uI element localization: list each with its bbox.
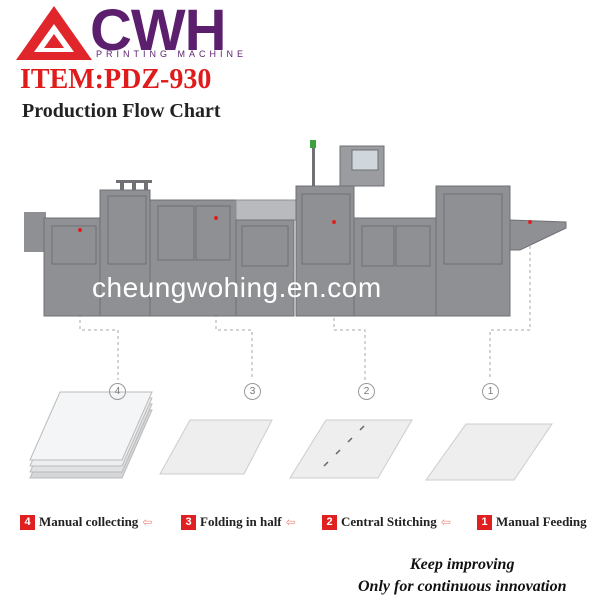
step-label-3: 3 Folding in half ⇦ [181,514,296,530]
step-number-4: 4 [109,383,126,400]
step-text-4: Manual collecting [39,514,139,529]
step-badge-2: 2 [322,514,337,530]
company-logo [14,4,266,64]
left-arrow-icon: ⇦ [142,515,153,529]
step-number-1: 1 [482,383,499,400]
step-label-4: 4 Manual collecting ⇦ [20,514,152,530]
paper-stack-collected [29,391,153,479]
brand-subtitle: PRINTING MACHINE [96,49,248,59]
step-number-3: 3 [244,383,261,400]
step-text-1: Manual Feeding [496,514,587,529]
step-label-1: 1 Manual Feeding [477,514,587,530]
step-badge-3: 3 [181,514,196,530]
step-label-2: 2 Central Stitching ⇦ [322,514,451,530]
left-arrow-icon: ⇦ [440,515,451,529]
page-title: Production Flow Chart [22,100,221,122]
stitch-marks [323,425,365,467]
slogan-line-1: Keep improving [410,556,515,573]
step-number-2: 2 [358,383,375,400]
triangle-logo-icon [16,6,92,60]
machine-module-collecting [43,180,152,317]
step-badge-1: 1 [477,514,492,530]
paper-folded [159,419,273,475]
paper-flat [425,423,553,481]
watermark-text: cheungwohing.en.com [92,272,382,303]
left-arrow-icon: ⇦ [285,515,296,529]
paper-stitched [289,419,413,479]
slogan-line-2: Only for continuous innovation [358,578,567,595]
machine-module-stitching [295,140,437,317]
step-text-2: Central Stitching [341,514,437,529]
item-title: ITEM:PDZ-930 [20,64,212,95]
machine-module-folding [149,199,297,317]
step-badge-4: 4 [20,514,35,530]
brand-name: CWH [90,0,227,63]
step-text-3: Folding in half [200,514,282,529]
machine-infeed-left [24,212,46,252]
machine-module-feeding [435,185,567,317]
